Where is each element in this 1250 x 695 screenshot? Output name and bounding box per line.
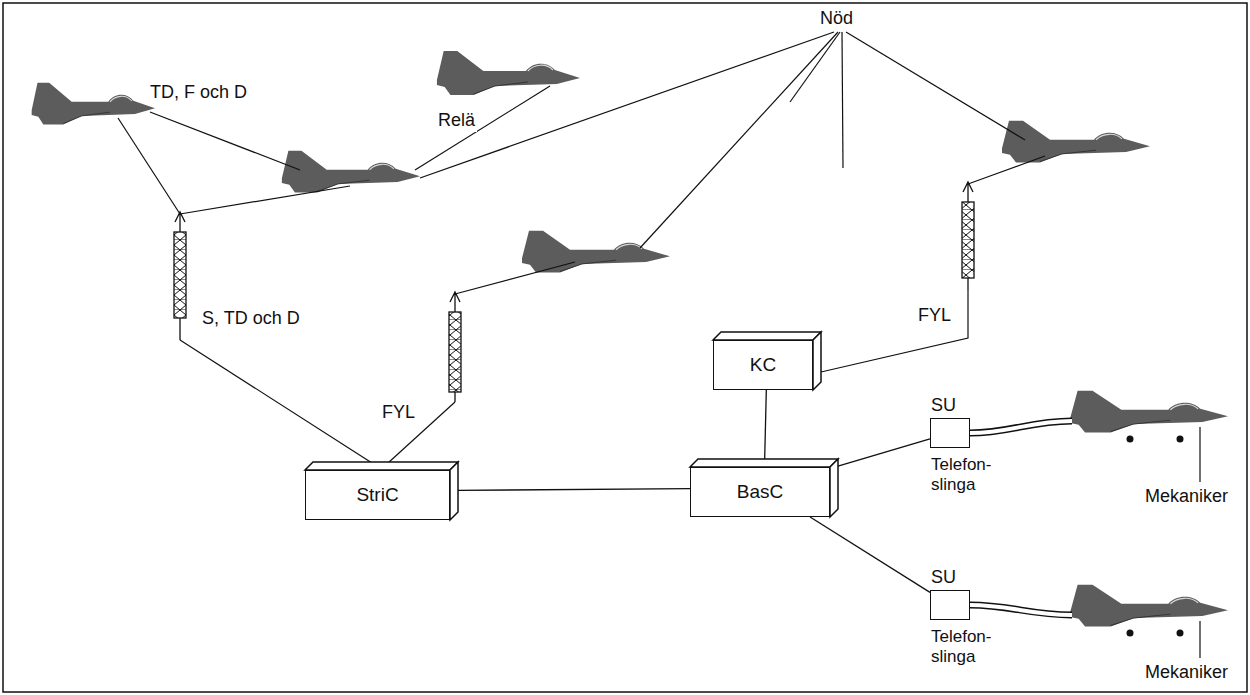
link-label: FYL [916, 305, 953, 327]
aircraft [32, 83, 155, 125]
radio-links [118, 32, 1200, 658]
box-name: BasC [737, 481, 783, 504]
unit-name: SU [931, 395, 956, 416]
link-label: Mekaniker [1143, 486, 1230, 508]
antenna-mast [962, 182, 974, 290]
connector-line [765, 390, 767, 459]
unit-caption: Telefon- slinga [931, 455, 991, 496]
connector-line [458, 489, 690, 491]
mast-cable [180, 340, 372, 463]
box-top-face [305, 462, 458, 470]
mast-cable [821, 290, 968, 372]
frame [3, 3, 1247, 692]
radio-link [968, 156, 1045, 184]
center-box: BasC [690, 467, 830, 517]
leader-line [1199, 427, 1200, 482]
phone-loop-outer [970, 421, 1072, 433]
box-name: KC [750, 354, 776, 377]
aircraft [282, 151, 420, 193]
aircraft [522, 231, 670, 273]
link-label: Mekaniker [1143, 662, 1230, 684]
box-top-face [690, 459, 838, 467]
radio-link [640, 32, 838, 248]
link-label: Nöd [818, 8, 855, 30]
wheel [1177, 630, 1184, 637]
ground-aircraft [1070, 391, 1228, 433]
link-label: Relä [436, 110, 477, 132]
box-depth [305, 462, 458, 520]
antenna-mast [449, 292, 461, 402]
box-depth [690, 459, 838, 517]
box-side-face [813, 332, 821, 390]
radio-link [790, 32, 840, 102]
leader-line [1199, 621, 1200, 658]
radio-link [420, 32, 834, 178]
unit-name: SU [931, 567, 956, 588]
box-side-face [450, 462, 458, 520]
aircraft [1002, 121, 1150, 163]
box-top-face [713, 332, 821, 340]
connector-line [838, 439, 930, 466]
radio-link [846, 32, 1025, 140]
radio-link [455, 262, 575, 294]
wheel [1177, 436, 1184, 443]
link-label: FYL [380, 402, 417, 424]
phone-loop-outer [970, 605, 1072, 615]
link-label: S, TD och D [200, 308, 302, 330]
radio-link [150, 112, 300, 170]
mast-lattice [174, 232, 186, 318]
phone-loop-inner [970, 421, 1072, 433]
mast-pole [450, 292, 460, 402]
wheel [1127, 436, 1134, 443]
radio-link [415, 86, 550, 170]
mast-lattice [449, 312, 461, 392]
box-name: StriC [356, 484, 398, 507]
mast-pole [963, 182, 973, 290]
radio-link [180, 186, 350, 214]
mast-pole [175, 212, 185, 340]
switch-unit-box: SUTelefon- slinga [930, 590, 970, 620]
relay-aircraft [437, 51, 580, 95]
unit-caption: Telefon- slinga [931, 627, 991, 668]
box-depth [713, 332, 821, 390]
antenna-mast [174, 212, 186, 340]
mast-lattice [962, 202, 974, 278]
box-side-face [830, 459, 838, 517]
radio-link [842, 32, 843, 168]
ground-aircraft [1070, 585, 1228, 627]
wheel [1127, 630, 1134, 637]
center-box: KC [713, 340, 813, 390]
radio-link [118, 118, 180, 214]
center-box: StriC [305, 470, 450, 520]
phone-loop-inner [970, 605, 1072, 615]
connector-line [810, 517, 930, 592]
link-label: TD, F och D [148, 82, 249, 104]
switch-unit-box: SUTelefon- slinga [930, 418, 970, 448]
